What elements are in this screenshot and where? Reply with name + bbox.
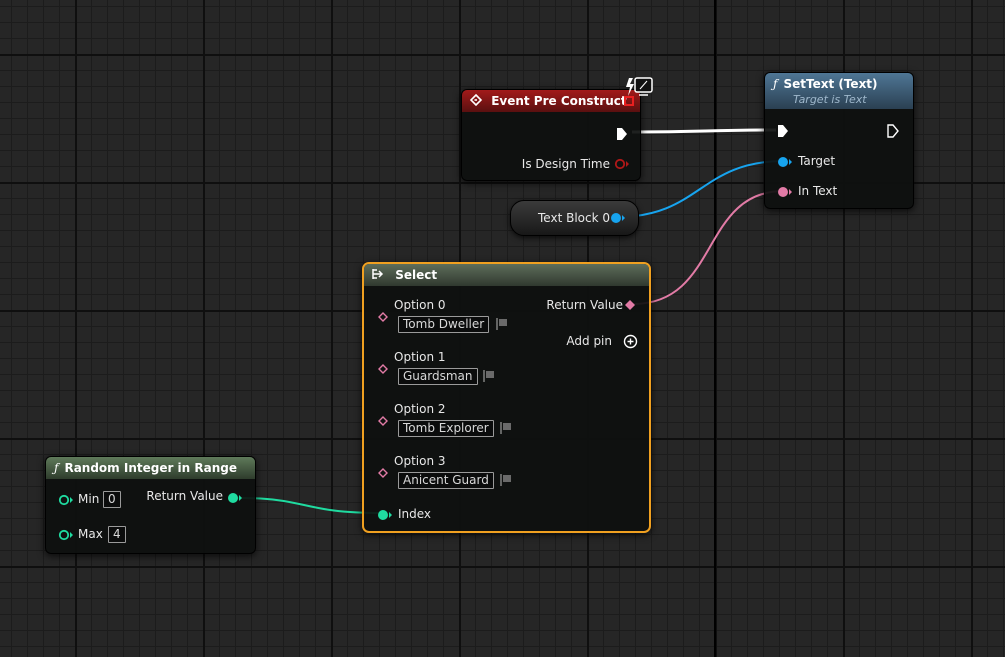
- option-2-label: Option 2: [394, 402, 446, 416]
- max-pin-icon[interactable]: [58, 529, 74, 541]
- option-0-pin-icon[interactable]: [378, 312, 388, 322]
- min-label: Min: [78, 492, 100, 506]
- in-text-pin-icon[interactable]: [777, 186, 793, 198]
- flag-icon[interactable]: [482, 369, 496, 383]
- random-node-title: Random Integer in Range: [64, 461, 237, 475]
- settext-node-header[interactable]: ƒ SetText (Text) Target is Text: [765, 73, 913, 109]
- return-value-pin-icon[interactable]: [227, 492, 243, 504]
- settext-node-title: SetText (Text): [783, 77, 878, 91]
- option-1-label: Option 1: [394, 350, 446, 364]
- select-node-header[interactable]: Select: [364, 264, 649, 286]
- random-integer-in-range-node[interactable]: ƒ Random Integer in Range Min 0 Max 4 Ret…: [45, 456, 256, 554]
- graph-origin-axis: [714, 0, 716, 657]
- select-node-title: Select: [395, 268, 438, 282]
- text-block-label: Text Block 0: [538, 211, 610, 225]
- event-diamond-icon: [469, 93, 483, 107]
- target-wire: [616, 160, 785, 218]
- function-icon: ƒ: [54, 461, 59, 475]
- add-pin-plus-icon[interactable]: [623, 334, 638, 349]
- exec-out-pin-icon[interactable]: [887, 124, 899, 138]
- min-value-field[interactable]: 0: [103, 491, 121, 508]
- function-icon: ƒ: [773, 77, 778, 91]
- intext-wire: [632, 190, 785, 305]
- option-2-pin-icon[interactable]: [378, 416, 388, 426]
- in-text-label: In Text: [798, 184, 838, 198]
- is-design-time-pin-icon[interactable]: [614, 158, 630, 170]
- option-2-text-field[interactable]: Tomb Explorer: [398, 420, 494, 437]
- option-3-text-field[interactable]: Anicent Guard: [398, 472, 494, 489]
- target-label: Target: [798, 154, 836, 168]
- event-node-title: Event Pre Construct: [491, 94, 627, 108]
- event-node-header[interactable]: Event Pre Construct: [462, 90, 640, 112]
- max-label: Max: [78, 527, 103, 541]
- return-value-pin-icon[interactable]: [624, 299, 636, 311]
- exec-in-pin-icon[interactable]: [777, 124, 789, 138]
- index-wire: [237, 497, 383, 514]
- add-pin-label: Add pin: [566, 334, 612, 348]
- select-node[interactable]: Select Option 0 Tomb Dweller Option 1 Gu…: [362, 262, 651, 533]
- is-design-time-label: Is Design Time: [521, 157, 610, 171]
- option-3-label: Option 3: [394, 454, 446, 468]
- exec-wire: [631, 128, 777, 134]
- target-pin-icon[interactable]: [777, 156, 793, 168]
- option-1-text-field[interactable]: Guardsman: [398, 368, 478, 385]
- text-block-output-pin-icon[interactable]: [610, 212, 626, 224]
- event-pre-construct-node[interactable]: Event Pre Construct Is Design Time: [461, 89, 641, 181]
- flag-icon[interactable]: [499, 473, 513, 487]
- flag-icon[interactable]: [499, 421, 513, 435]
- delegate-pin-square-icon[interactable]: [624, 96, 634, 106]
- return-value-label: Return Value: [546, 298, 623, 312]
- settext-node[interactable]: ƒ SetText (Text) Target is Text Target In…: [764, 72, 914, 209]
- return-value-label: Return Value: [146, 489, 223, 503]
- cpu-icon: [626, 77, 653, 96]
- index-label: Index: [398, 507, 432, 521]
- min-pin-icon[interactable]: [58, 494, 74, 506]
- select-icon: [372, 269, 384, 279]
- text-block-variable-node[interactable]: Text Block 0: [510, 200, 639, 236]
- index-pin-icon[interactable]: [377, 509, 393, 521]
- max-value-field[interactable]: 4: [108, 526, 126, 543]
- exec-out-pin-icon[interactable]: [616, 127, 628, 141]
- random-node-header[interactable]: ƒ Random Integer in Range: [46, 457, 255, 479]
- option-3-pin-icon[interactable]: [378, 468, 388, 478]
- settext-node-subtitle: Target is Text: [793, 93, 867, 106]
- flag-icon[interactable]: [495, 317, 509, 331]
- option-0-text-field[interactable]: Tomb Dweller: [398, 316, 490, 333]
- option-0-label: Option 0: [394, 298, 446, 312]
- option-1-pin-icon[interactable]: [378, 364, 388, 374]
